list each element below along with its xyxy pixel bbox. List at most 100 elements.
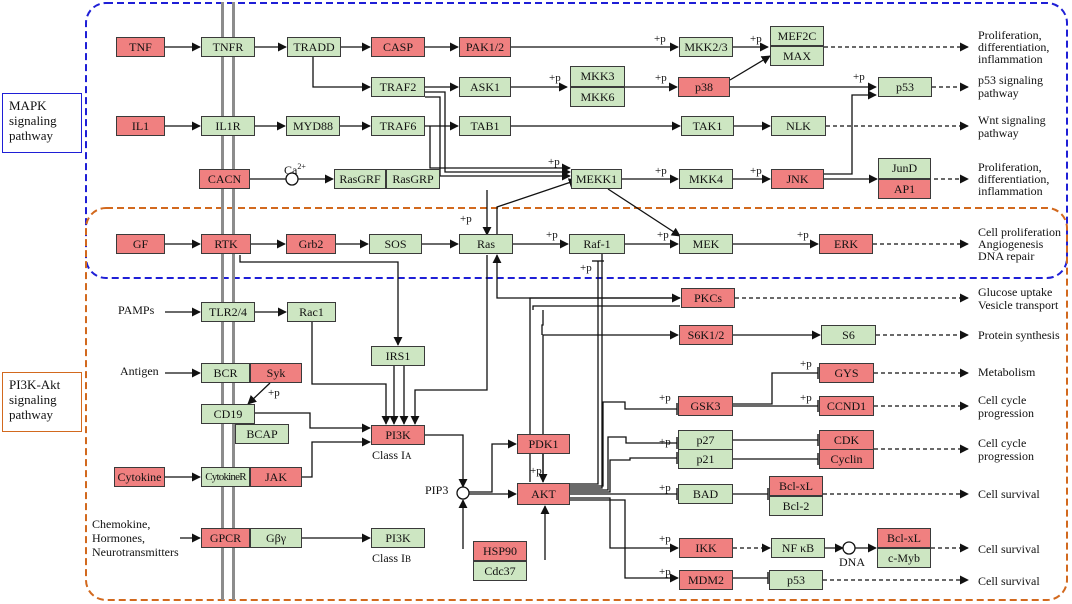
node-pak[interactable]: PAK1/2: [459, 37, 511, 57]
node-jnk[interactable]: JNK: [771, 169, 824, 189]
node-pi3k-class-ia[interactable]: PI3K: [371, 425, 425, 445]
outcome-5a: Cell proliferation: [978, 225, 1061, 239]
outcome-8: Metabolism: [978, 365, 1036, 379]
node-cd19[interactable]: CD19: [201, 404, 255, 424]
node-erk[interactable]: ERK: [819, 234, 873, 254]
node-pdk1[interactable]: PDK1: [517, 434, 570, 454]
node-p21[interactable]: p21: [678, 449, 733, 469]
node-tnf[interactable]: TNF: [116, 37, 165, 57]
node-mkk3[interactable]: MKK3: [570, 66, 625, 87]
node-grb2[interactable]: Grb2: [286, 234, 336, 254]
node-ikk[interactable]: IKK: [679, 538, 733, 558]
node-gys[interactable]: GYS: [819, 363, 874, 383]
phospho-label: +p: [655, 72, 667, 84]
node-raf1[interactable]: Raf-1: [569, 234, 625, 254]
outcome-6b: Vesicle transport: [978, 298, 1059, 312]
outcome-7: Protein synthesis: [978, 328, 1060, 342]
label-chemokine: Chemokine,: [92, 517, 151, 531]
node-casp[interactable]: CASP: [371, 37, 425, 57]
node-traf2[interactable]: TRAF2: [371, 77, 425, 97]
node-bcr[interactable]: BCR: [201, 363, 250, 383]
node-gf[interactable]: GF: [116, 234, 165, 254]
node-tlr[interactable]: TLR2/4: [201, 302, 255, 322]
node-bclxl-a[interactable]: Bcl-xL: [769, 476, 823, 496]
node-pkcs[interactable]: PKCs: [681, 288, 735, 308]
label-class-ia-main: Class I: [372, 448, 405, 462]
phospho-label: +p: [659, 533, 671, 545]
node-tak1[interactable]: TAK1: [681, 116, 734, 136]
node-il1r[interactable]: IL1R: [201, 116, 255, 136]
outcome-11: Cell survival: [978, 487, 1040, 501]
node-gsk3[interactable]: GSK3: [678, 396, 733, 416]
node-irs1[interactable]: IRS1: [371, 346, 425, 366]
pip3-node: [456, 486, 470, 500]
node-akt[interactable]: AKT: [517, 483, 570, 505]
node-cytokine[interactable]: Cytokine: [114, 467, 165, 487]
node-p38[interactable]: p38: [678, 77, 730, 97]
outcome-1b: differentiation,: [978, 40, 1050, 54]
node-pi3k-class-ib[interactable]: PI3K: [371, 528, 425, 548]
phospho-label: +p: [654, 33, 666, 45]
node-mkk23[interactable]: MKK2/3: [679, 37, 733, 57]
node-tab1[interactable]: TAB1: [459, 116, 511, 136]
node-ask1[interactable]: ASK1: [459, 77, 511, 97]
node-mekk1[interactable]: MEKK1: [571, 169, 622, 189]
node-mkk6[interactable]: MKK6: [570, 87, 625, 107]
node-bcap[interactable]: BCAP: [235, 424, 289, 444]
node-mkk4[interactable]: MKK4: [679, 169, 733, 189]
node-ap1[interactable]: AP1: [878, 179, 931, 199]
node-syk[interactable]: Syk: [250, 363, 302, 383]
node-bad[interactable]: BAD: [678, 484, 733, 504]
node-rasgrf[interactable]: RasGRF: [334, 169, 386, 189]
phospho-label: +p: [549, 72, 561, 84]
node-jund[interactable]: JunD: [878, 158, 931, 179]
node-mek[interactable]: MEK: [679, 234, 733, 254]
node-mef2c[interactable]: MEF2C: [770, 26, 824, 46]
node-p27[interactable]: p27: [678, 430, 733, 450]
outcome-1c: inflammation: [978, 52, 1043, 66]
outcome-arrows: [735, 42, 969, 585]
phospho-label: +p: [800, 392, 812, 404]
node-p53-bot[interactable]: p53: [769, 570, 823, 590]
node-tnfr[interactable]: TNFR: [201, 37, 255, 57]
node-rtk[interactable]: RTK: [201, 234, 251, 254]
node-sos[interactable]: SOS: [369, 234, 422, 254]
node-p53-top[interactable]: p53: [878, 77, 932, 97]
node-myd88[interactable]: MYD88: [286, 116, 340, 136]
phospho-label: +p: [657, 229, 669, 241]
node-ras[interactable]: Ras: [459, 234, 513, 254]
node-tradd[interactable]: TRADD: [287, 37, 341, 57]
node-cyclin[interactable]: Cyclin: [819, 449, 874, 469]
node-jak[interactable]: JAK: [250, 467, 302, 487]
node-gbg[interactable]: Gβγ: [250, 528, 302, 548]
phospho-label: +p: [530, 465, 542, 477]
node-cytokiner[interactable]: CytokineR: [201, 467, 250, 487]
node-cmyb[interactable]: c-Myb: [877, 548, 931, 568]
phospho-label: +p: [659, 482, 671, 494]
label-pip3: PIP3: [425, 483, 449, 497]
mapk-region-border: [85, 2, 1068, 279]
node-s6k[interactable]: S6K1/2: [679, 325, 733, 345]
inhibition-bars: [676, 367, 819, 584]
node-nlk[interactable]: NLK: [771, 116, 826, 136]
node-bclxl-b[interactable]: Bcl-xL: [877, 528, 931, 548]
node-gpcr[interactable]: GPCR: [201, 528, 250, 548]
node-rasgrp[interactable]: RasGRP: [386, 169, 440, 189]
outcome-13: Cell survival: [978, 574, 1040, 588]
node-nfkb[interactable]: NF κB: [771, 538, 825, 558]
node-traf6[interactable]: TRAF6: [371, 116, 425, 136]
outcome-10b: progression: [978, 449, 1034, 463]
node-mdm2[interactable]: MDM2: [679, 570, 733, 590]
node-cdc37[interactable]: Cdc37: [473, 561, 527, 581]
node-cacn[interactable]: CACN: [199, 169, 250, 189]
node-il1[interactable]: IL1: [116, 116, 165, 136]
node-rac1[interactable]: Rac1: [287, 302, 336, 322]
node-ccnd1[interactable]: CCND1: [819, 396, 874, 416]
label-pamps: PAMPs: [118, 303, 155, 317]
outcome-10a: Cell cycle: [978, 436, 1027, 450]
node-max[interactable]: MAX: [770, 46, 824, 66]
node-bcl2[interactable]: Bcl-2: [769, 496, 823, 516]
node-s6[interactable]: S6: [821, 325, 876, 345]
node-hsp90[interactable]: HSP90: [473, 541, 527, 561]
node-cdk[interactable]: CDK: [819, 430, 874, 450]
